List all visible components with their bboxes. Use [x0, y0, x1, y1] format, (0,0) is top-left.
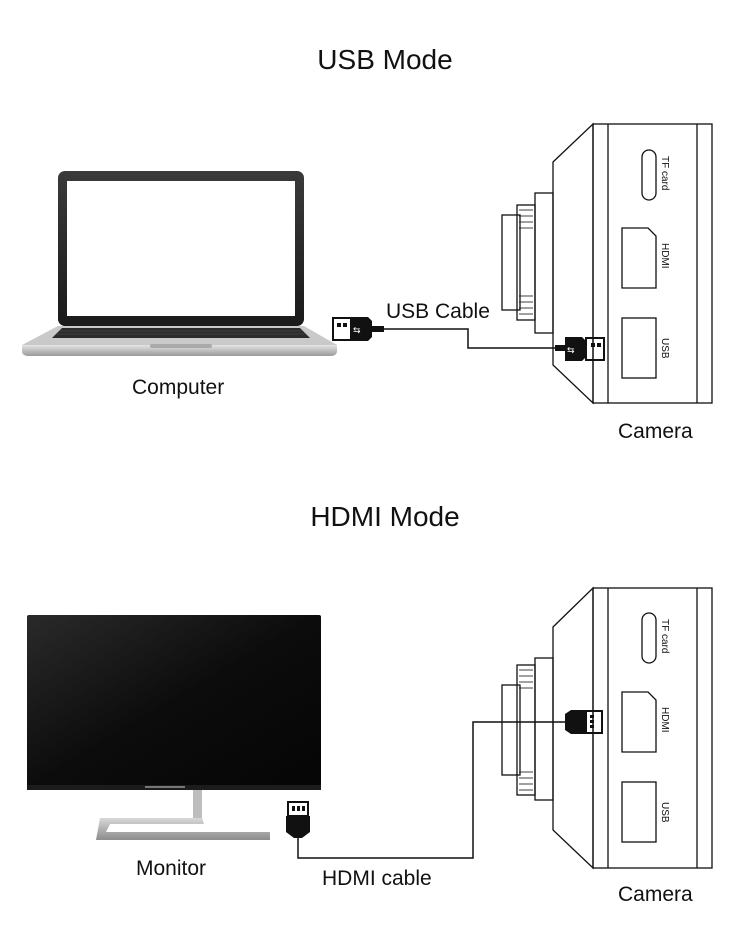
tf-card-port-label: TF card	[659, 156, 670, 190]
usb-port-label: USB	[659, 338, 670, 359]
usb-cable	[384, 328, 555, 349]
hdmi-cable	[297, 721, 565, 859]
hdmi-cable-label: HDMI cable	[322, 867, 432, 890]
usb-port-label-2: USB	[659, 802, 670, 823]
camera-label-usb: Camera	[618, 420, 693, 443]
tf-card-port-label-2: TF card	[659, 619, 670, 653]
hdmi-port-label: HDMI	[659, 243, 670, 269]
hdmi-plug-camera-icon	[565, 710, 603, 734]
usb-mode-title: USB Mode	[317, 44, 453, 75]
usb-plug-camera-icon: ⇆	[555, 337, 605, 361]
computer-label: Computer	[132, 376, 225, 399]
usb-plug-icon: ⇆	[332, 317, 384, 341]
hdmi-port-label-2: HDMI	[659, 707, 670, 733]
monitor	[27, 615, 321, 840]
camera-usb-mode	[501, 122, 713, 405]
laptop-computer	[22, 171, 337, 356]
svg-text:⇆: ⇆	[353, 326, 361, 336]
monitor-label: Monitor	[136, 857, 207, 880]
camera-hdmi-port-labels: TF card HDMI USB	[659, 619, 670, 823]
usb-cable-label: USB Cable	[386, 300, 490, 323]
camera-usb-port-labels: TF card HDMI USB	[659, 156, 670, 359]
svg-text:⇆: ⇆	[567, 346, 575, 356]
hdmi-mode-title: HDMI Mode	[310, 501, 460, 532]
camera-hdmi-mode	[501, 586, 713, 870]
camera-label-hdmi: Camera	[618, 883, 693, 906]
hdmi-plug-monitor-icon	[286, 801, 310, 838]
